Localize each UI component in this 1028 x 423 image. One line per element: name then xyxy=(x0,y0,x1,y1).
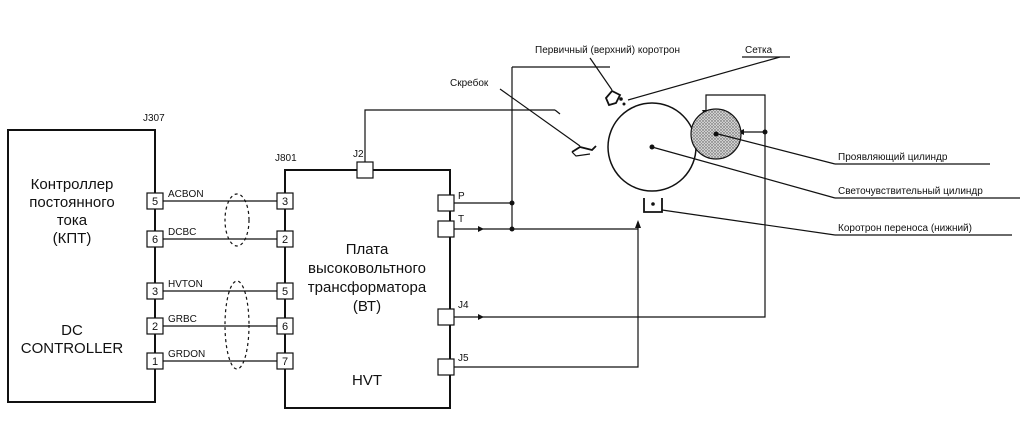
t-terminal xyxy=(437,220,455,238)
dc-controller-title-ru-2: постоянного xyxy=(29,194,115,211)
developing-roller xyxy=(690,108,742,160)
pin-right: 2 xyxy=(282,234,288,246)
hvt-title-ru-4: (ВТ) xyxy=(353,298,381,315)
j801-label: J801 xyxy=(275,153,297,164)
label-photo-cylinder: Светочувствительный цилиндр xyxy=(838,186,983,197)
j307-label: J307 xyxy=(143,113,165,124)
signal-name: DCBC xyxy=(168,227,196,238)
signal-row-grdon: 1 GRDON 7 xyxy=(146,349,294,370)
pin-right: 7 xyxy=(282,356,288,368)
pin-left: 6 xyxy=(152,234,158,246)
signal-row-hvton: 3 HVTON 5 xyxy=(146,279,294,300)
pin-left: 2 xyxy=(152,321,158,333)
pin-right: 3 xyxy=(282,196,288,208)
signal-name: HVTON xyxy=(168,279,203,290)
j5-label: J5 xyxy=(458,353,469,364)
signal-row-dcbc: 6 DCBC 2 xyxy=(146,227,294,248)
label-transfer-corotron: Коротрон переноса (нижний) xyxy=(838,223,972,234)
label-scraper: Скребок xyxy=(450,77,489,89)
primary-corotron xyxy=(604,89,626,107)
signal-name: GRBC xyxy=(168,314,197,325)
pin-right: 6 xyxy=(282,321,288,333)
j4-label: J4 xyxy=(458,300,469,311)
p-label: P xyxy=(458,191,465,202)
signal-row-grbc: 2 GRBC 6 xyxy=(146,314,294,335)
dc-controller-title-en-2: CONTROLLER xyxy=(21,340,124,357)
dc-controller-title-ru-1: Контроллер xyxy=(31,176,114,193)
t-label: T xyxy=(458,214,464,225)
j2-terminal xyxy=(356,161,374,179)
signal-name: GRDON xyxy=(168,349,205,360)
hvt-title-ru-1: Плата xyxy=(346,241,389,258)
dc-controller-title-ru-3: тока xyxy=(57,212,88,229)
label-developing-cylinder: Проявляющий цилиндр xyxy=(838,152,948,163)
scraper xyxy=(571,145,597,157)
transfer-corotron xyxy=(643,198,663,213)
signal-row-acbon: 5 ACBON 3 xyxy=(146,189,294,210)
dc-controller-title-ru-4: (КПТ) xyxy=(53,230,92,247)
shield-ellipse-bottom xyxy=(224,280,250,370)
pin-left: 1 xyxy=(152,356,158,368)
hvt-title-ru-3: трансформатора xyxy=(308,279,427,296)
callout-leaders xyxy=(499,56,1020,236)
hvt-title-ru-2: высоковольтного xyxy=(308,260,426,277)
p-terminal xyxy=(437,194,455,212)
hv-wiring xyxy=(364,66,768,368)
pin-right: 5 xyxy=(282,286,288,298)
signal-name: ACBON xyxy=(168,189,204,200)
shield-ellipse-top xyxy=(224,193,250,247)
dc-controller-block: J307 Контроллер постоянного тока (КПТ) D… xyxy=(7,113,165,403)
label-grid: Сетка xyxy=(745,45,773,56)
hvt-title-en: HVT xyxy=(352,372,382,389)
pin-left: 3 xyxy=(152,286,158,298)
dc-controller-title-en-1: DC xyxy=(61,322,83,339)
pin-left: 5 xyxy=(152,196,158,208)
j2-label: J2 xyxy=(353,149,364,160)
label-primary-corotron: Первичный (верхний) коротрон xyxy=(535,45,680,56)
j5-terminal xyxy=(437,358,455,376)
j4-terminal xyxy=(437,308,455,326)
hvt-block: J801 Плата высоковольтного трансформатор… xyxy=(275,149,469,409)
